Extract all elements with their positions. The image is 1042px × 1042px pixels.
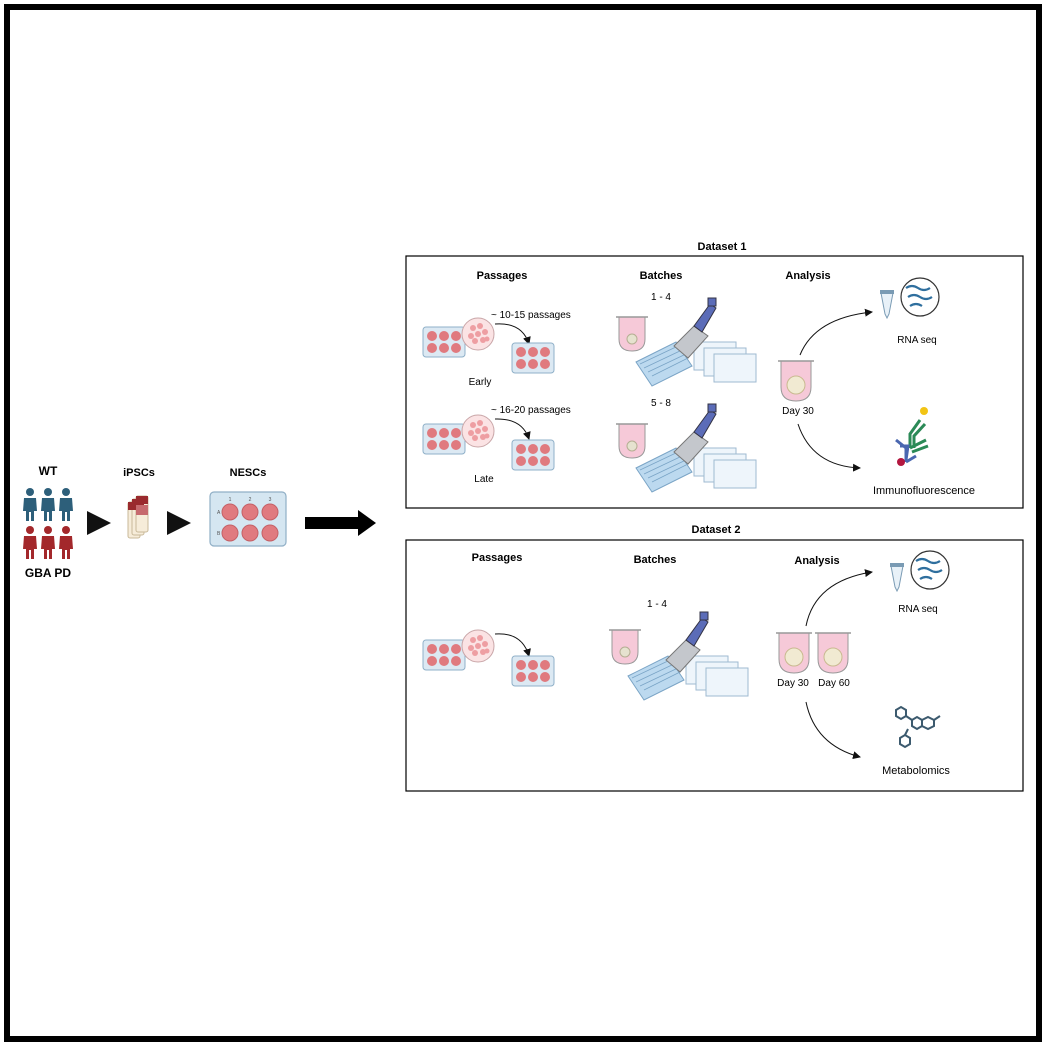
d2-plate-icon: [422, 639, 466, 671]
d1-passages-header: Passages: [477, 270, 528, 282]
big-arrow: [305, 510, 376, 536]
rna-seq-icon: [880, 277, 940, 320]
d2-rna-label: RNA seq: [898, 604, 937, 615]
d2-batches-header: Batches: [634, 554, 677, 566]
six-well-plate-icon: 1 2 3 A B: [209, 491, 287, 547]
dataset2-box: [405, 539, 1024, 792]
wt-person-icon: [59, 488, 73, 521]
wt-person-icon: [23, 488, 37, 521]
dataset2-title: Dataset 2: [692, 524, 741, 536]
d2-passages-header: Passages: [472, 552, 523, 564]
d2-passage-arrow: [494, 633, 531, 657]
molecule-icon: [895, 705, 941, 749]
day30-organoid-icon: [777, 360, 815, 402]
late-plate-after-icon: [511, 439, 555, 471]
early-passages-text: ~ 10-15 passages: [491, 310, 571, 321]
d2-day30-organoid-icon: [775, 632, 813, 674]
d1-analysis-header: Analysis: [785, 270, 830, 282]
late-passage-arrow: [494, 418, 531, 440]
late-passages-text: ~ 16-20 passages: [491, 405, 571, 416]
d1-rna-label: RNA seq: [897, 335, 936, 346]
d2-arrow-to-rna: [805, 569, 873, 627]
d2-batch-tube-icon: [608, 629, 642, 665]
plate-col-label: 2: [249, 497, 252, 503]
plate-col-label: 3: [269, 497, 272, 503]
ipsc-vials-icon: [127, 495, 149, 539]
d1-if-label: Immunofluorescence: [873, 485, 975, 497]
batch-early-pipette-icon: [635, 297, 757, 387]
dataset1-box: [405, 255, 1024, 509]
arrow-to-rna: [799, 308, 873, 356]
late-label: Late: [474, 474, 494, 485]
batch-late-tube-icon: [615, 423, 649, 459]
d2-day60-organoid-icon: [814, 632, 852, 674]
arrow-to-if: [797, 423, 861, 472]
dataset1-title: Dataset 1: [698, 241, 747, 253]
batch-early-tube-icon: [615, 316, 649, 352]
batch-early-label: 1 - 4: [651, 292, 671, 303]
d2-arrow-to-metab: [805, 701, 861, 760]
plate-col-label: 1: [229, 497, 232, 503]
d1-day30-label: Day 30: [782, 406, 814, 417]
batch-late-label: 5 - 8: [651, 398, 671, 409]
wt-person-icon: [41, 488, 55, 521]
d2-plate-after-icon: [511, 655, 555, 687]
wt-people-icons: [23, 488, 73, 521]
gba-pd-label: GBA PD: [25, 566, 72, 580]
nesc-label: NESCs: [230, 467, 267, 479]
pd-person-icon: [23, 526, 37, 559]
late-colony-icon: [461, 414, 495, 448]
gba-pd-people-icons: [23, 526, 73, 559]
d2-metab-label: Metabolomics: [882, 765, 950, 777]
d2-day30-label: Day 30: [777, 678, 809, 689]
early-colony-icon: [461, 317, 495, 351]
d2-analysis-header: Analysis: [794, 555, 839, 567]
antibody-icon: [895, 407, 929, 466]
batch-late-pipette-icon: [635, 403, 757, 493]
figure-border: [4, 4, 1042, 1042]
d2-rna-seq-icon: [890, 550, 950, 593]
d2-batch-pipette-icon: [627, 611, 749, 701]
pd-person-icon: [41, 526, 55, 559]
d1-batches-header: Batches: [640, 270, 683, 282]
wt-label: WT: [39, 464, 58, 478]
pd-person-icon: [59, 526, 73, 559]
early-plate-icon: [422, 326, 466, 358]
d2-colony-icon: [461, 629, 495, 663]
early-label: Early: [469, 377, 492, 388]
ipsc-label: iPSCs: [123, 467, 155, 479]
d2-day60-label: Day 60: [818, 678, 850, 689]
early-passage-arrow: [494, 323, 531, 345]
plate-row-label: A: [217, 510, 221, 516]
late-plate-icon: [422, 423, 466, 455]
d2-batch-label: 1 - 4: [647, 599, 667, 610]
early-plate-after-icon: [511, 342, 555, 374]
plate-row-label: B: [217, 531, 221, 537]
